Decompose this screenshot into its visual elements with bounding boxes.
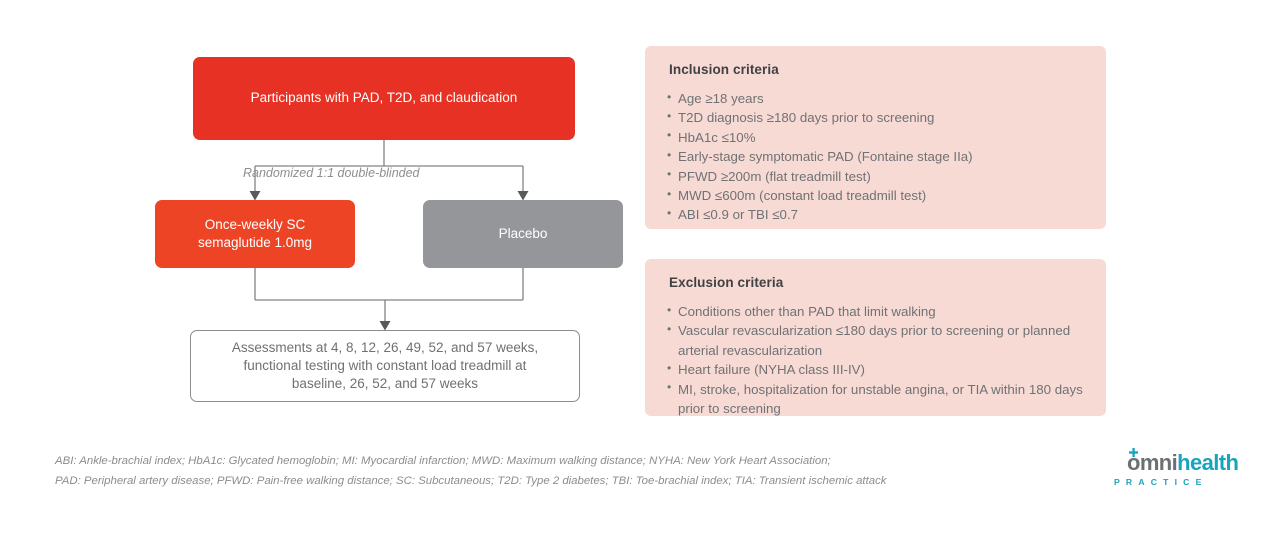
list-item: Vascular revascularization ≤180 days pri… [667,321,1084,360]
abbreviations-footnote: ABI: Ankle-brachial index; HbA1c: Glycat… [55,452,1075,491]
logo-tagline: PRACTICE [1114,477,1208,487]
assessments-label: Assessments at 4, 8, 12, 26, 49, 52, and… [232,339,538,394]
participants-box-label: Participants with PAD, T2D, and claudica… [250,90,518,106]
medical-cross-icon [1128,448,1138,457]
control-arm-label: Placebo [498,225,548,241]
list-item: Conditions other than PAD that limit wal… [667,301,1084,321]
list-item: Early-stage symptomatic PAD (Fontaine st… [667,147,1084,166]
treatment-arm-label-line1: Once-weekly SC [204,216,306,232]
assessments-box: Assessments at 4, 8, 12, 26, 49, 52, and… [190,330,580,402]
inclusion-criteria-panel: Inclusion criteria Age ≥18 years T2D dia… [645,46,1106,229]
logo-word-health: health [1177,450,1239,475]
list-item: Heart failure (NYHA class III-IV) [667,360,1084,379]
exclusion-criteria-list: Conditions other than PAD that limit wal… [667,301,1084,419]
list-item: MI, stroke, hospitalization for unstable… [667,379,1084,419]
logo-word-omni: omni [1127,450,1178,475]
list-item: Age ≥18 years [667,88,1084,108]
randomization-label: Randomized 1:1 double-blinded [243,166,420,180]
assessments-label-line2: functional testing with constant load tr… [243,357,527,373]
treatment-arm-label-line2: semaglutide 1.0mg [197,235,313,250]
assessments-label-line1: Assessments at 4, 8, 12, 26, 49, 52, and… [231,339,539,355]
assessments-label-line3: baseline, 26, 52, and 57 weeks [291,376,479,392]
treatment-arm-label: Once-weekly SC semaglutide 1.0mg [198,216,312,252]
participants-box: Participants with PAD, T2D, and claudica… [193,57,575,140]
exclusion-criteria-title: Exclusion criteria [669,275,784,290]
treatment-arm-box: Once-weekly SC semaglutide 1.0mg [155,200,355,268]
exclusion-criteria-panel: Exclusion criteria Conditions other than… [645,259,1106,416]
list-item: PFWD ≥200m (flat treadmill test) [667,166,1084,186]
list-item: HbA1c ≤10% [667,127,1084,147]
inclusion-criteria-title: Inclusion criteria [669,62,779,77]
list-item: MWD ≤600m (constant load treadmill test) [667,186,1084,205]
control-arm-box: Placebo [423,200,623,268]
list-item: ABI ≤0.9 or TBI ≤0.7 [667,205,1084,224]
inclusion-criteria-list: Age ≥18 years T2D diagnosis ≥180 days pr… [667,88,1084,225]
omnihealth-practice-logo: omnihealth PRACTICE [1113,448,1239,494]
logo-wordmark: omnihealth [1127,450,1239,475]
abbreviations-footnote-line2: PAD: Peripheral artery disease; PFWD: Pa… [55,474,887,487]
list-item: T2D diagnosis ≥180 days prior to screeni… [667,108,1084,127]
abbreviations-footnote-line1: ABI: Ankle-brachial index; HbA1c: Glycat… [55,455,831,467]
